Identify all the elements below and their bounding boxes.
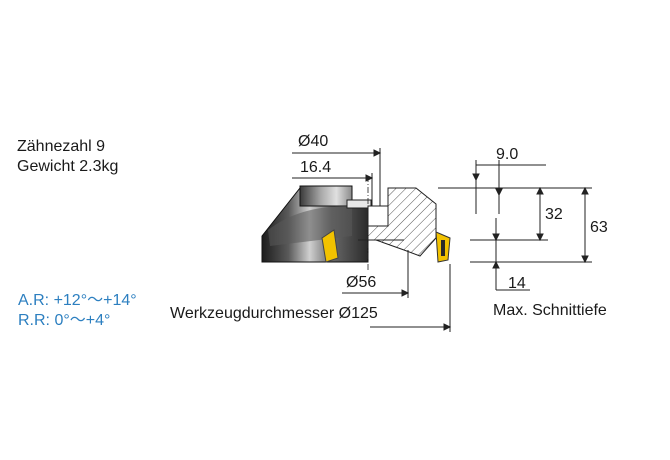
dim-keyway [472,160,546,214]
height-32: 32 [545,206,563,223]
max-depth-value: 14 [508,275,526,292]
cutter-section-hatched [358,186,437,257]
hub-width: 16.4 [300,159,332,176]
dim-body [342,250,410,298]
dim-max-depth [492,218,530,291]
weight: Gewicht 2.3kg [17,158,119,175]
cutter-body-shaded [261,185,372,263]
radial-rake: R.R: 0°～+4° [18,312,111,329]
teeth-count: Zähnezahl 9 [17,138,106,155]
keyway-width: 9.0 [496,146,519,163]
height-63: 63 [590,219,608,236]
dim-bore [292,148,382,206]
max-depth-label: Max. Schnittiefe [493,302,607,319]
dim-cutter [370,264,452,332]
dim-height-63 [470,186,592,264]
insert-left [321,229,339,263]
bore-diameter: Ø40 [298,133,329,150]
body-diameter: Ø56 [346,274,377,291]
cutter-diameter: Werkzeugdurchmesser Ø125 [170,305,378,322]
insert-right [435,231,451,263]
dim-height-32 [438,186,548,242]
dim-hub [292,173,374,188]
axial-rake: A.R: +12°～+14° [18,292,137,309]
